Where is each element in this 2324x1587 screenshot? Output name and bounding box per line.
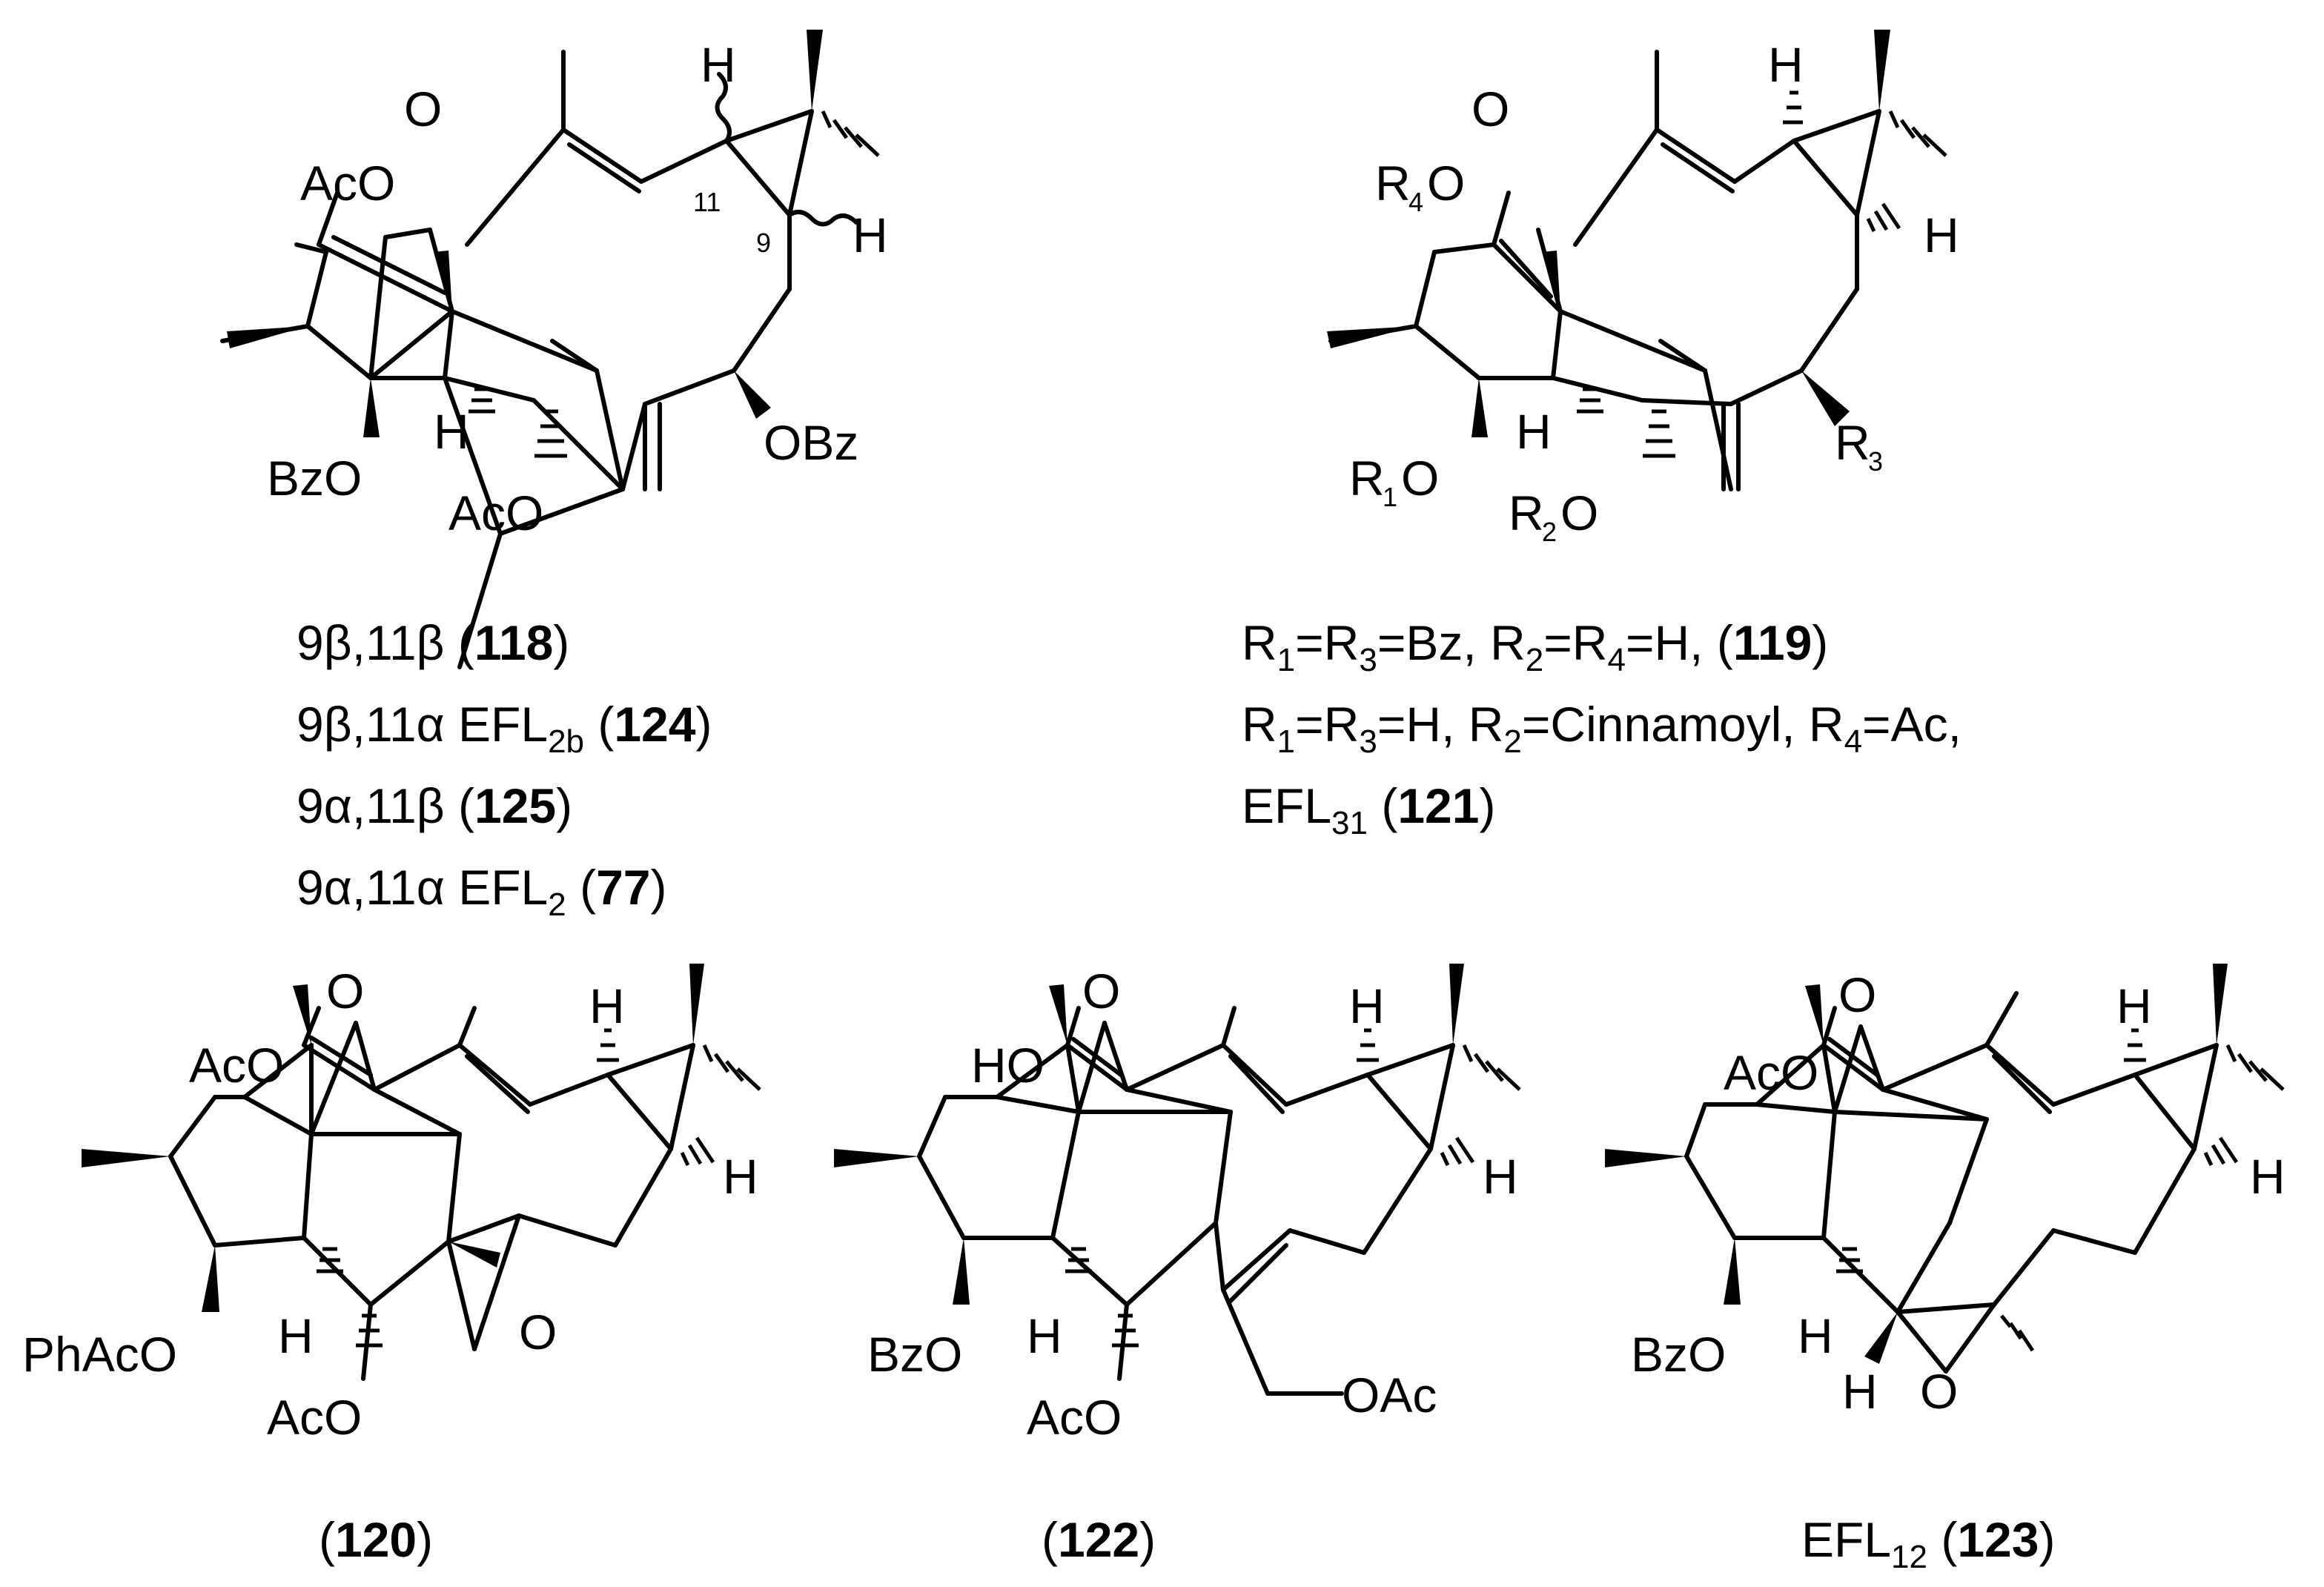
atom-aco-top: AcO (189, 1038, 284, 1093)
caption-121-line1: R1=R3=H, R2=Cinnamoyl, R4=Ac, (1242, 697, 1962, 760)
caption-123: EFL12 (123) (1801, 1512, 2055, 1575)
caption-125: 9α,11β (125) (297, 778, 572, 833)
atom-h-bot: H (278, 1308, 314, 1363)
atom-obz: OBz (764, 415, 858, 470)
caption-119: R1=R3=Bz, R2=R4=H, (119) (1242, 615, 1828, 678)
atom-h-epoxide: H (1842, 1364, 1878, 1419)
atom-aco-bot: AcO (448, 486, 543, 540)
atom-aco-top: AcO (300, 156, 395, 211)
atom-h-top: H (1349, 978, 1385, 1033)
atom-h-bot: H (1027, 1308, 1062, 1363)
caption-120: (120) (319, 1512, 433, 1567)
atom-o: O (1471, 82, 1509, 136)
caption-121-line2: EFL31 (121) (1242, 778, 1495, 841)
atom-h-right: H (723, 1149, 758, 1204)
caption-124: 9β,11α EFL2b (124) (297, 697, 712, 760)
structure-119-family: O H H R 4 O R 1 O H R 2 O R 3 (1327, 30, 1959, 547)
atom-aco-bot: AcO (1027, 1390, 1122, 1445)
atom-bzo: BzO (1631, 1327, 1726, 1382)
atom-ho: HO (971, 1038, 1045, 1093)
atom-h-top: H (1768, 37, 1804, 92)
atom-bzo: BzO (867, 1327, 962, 1382)
atom-o-epoxide: O (519, 1305, 557, 1359)
atom-h-bot: H (1798, 1308, 1833, 1363)
caption-118: 9β,11β (118) (297, 615, 569, 670)
atom-h-bot: H (434, 404, 469, 459)
locant-11: 11 (693, 187, 721, 217)
caption-122: (122) (1042, 1512, 1156, 1567)
structure-122: O HO H H BzO H AcO OAc (834, 964, 1521, 1445)
atom-r1-o: O (1401, 451, 1439, 506)
atom-r4-o: O (1427, 156, 1465, 211)
structure-118-family: O H H AcO BzO H AcO OBz 11 9 (220, 30, 888, 669)
atom-h-right: H (1924, 208, 1959, 262)
atom-r3-sub: 3 (1868, 446, 1883, 477)
atom-bzo: BzO (267, 451, 362, 506)
locant-9: 9 (756, 228, 771, 258)
atom-h-right: H (853, 208, 888, 262)
atom-r4-r: R (1375, 156, 1411, 211)
atom-o-epoxide: O (1920, 1364, 1958, 1419)
structure-123: O AcO H H BzO H H O (1605, 964, 2285, 1419)
atom-r1-sub: 1 (1383, 482, 1397, 512)
atom-h-top: H (589, 978, 625, 1033)
atom-r2-o: O (1560, 486, 1598, 540)
atom-r2-r: R (1509, 486, 1544, 540)
atom-o: O (404, 82, 442, 136)
captions: 9β,11β (118) 9β,11α EFL2b (124) 9α,11β (… (297, 615, 2055, 1575)
atom-oac: OAc (1342, 1368, 1437, 1422)
atom-r3-r: R (1835, 415, 1870, 470)
atom-h-right: H (2250, 1149, 2285, 1204)
atom-o: O (1838, 967, 1876, 1022)
atom-h-top: H (701, 37, 736, 92)
atom-r1-r: R (1349, 451, 1385, 506)
atom-r2-sub: 2 (1542, 517, 1557, 547)
atom-aco-bot: AcO (267, 1390, 362, 1445)
atom-h-right: H (1483, 1149, 1518, 1204)
caption-77: 9α,11α EFL2 (77) (297, 860, 666, 923)
atom-r4-sub: 4 (1408, 187, 1423, 217)
atom-h-bot: H (1516, 404, 1552, 459)
atom-h-top: H (2116, 978, 2152, 1033)
atom-phaco: PhAcO (22, 1327, 177, 1382)
atom-o: O (326, 964, 364, 1018)
atom-o: O (1082, 964, 1120, 1018)
atom-aco-top: AcO (1724, 1045, 1818, 1100)
structure-120: O AcO H H PhAcO H AcO O (22, 964, 761, 1445)
